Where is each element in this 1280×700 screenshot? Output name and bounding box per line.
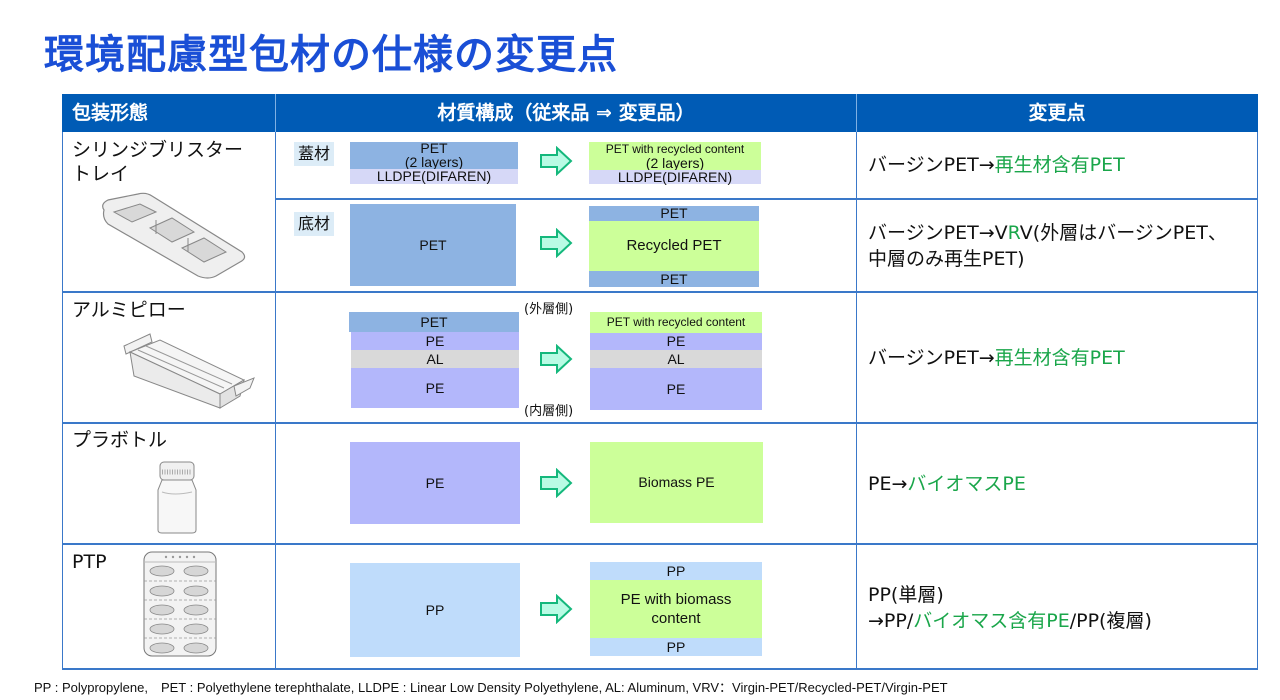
package-name: アルミピロー	[72, 299, 186, 321]
blister-tray-icon	[102, 192, 246, 279]
package-name: PTP	[72, 551, 107, 573]
layer-biomass-pe: PE with biomass content	[590, 580, 762, 638]
layer-al: AL	[590, 350, 762, 368]
layer-recycled-pet: Recycled PET	[589, 221, 759, 271]
header-divider	[856, 94, 857, 132]
package-name-line1: シリンジブリスター	[72, 139, 244, 161]
layer-biomass-pe: Biomass PE	[590, 442, 763, 523]
row-divider	[62, 291, 1258, 293]
layer-pp: PP	[350, 563, 520, 657]
header-material-composition: 材質構成（従来品 ⇒ 変更品）	[437, 102, 695, 124]
row-divider	[62, 543, 1258, 545]
layer-label: (2 layers)	[645, 154, 705, 171]
sub-row-divider	[275, 198, 1258, 200]
change-description-aluminum-pillow: バージンPET→再生材含有PET	[868, 347, 1125, 369]
base-material-tag: 底材	[294, 212, 335, 236]
layer-pet: (2 layers)	[350, 154, 518, 169]
inner-layer-label: (内層側)	[524, 404, 574, 419]
change-description-plastic-bottle: PE→バイオマスPE	[868, 473, 1026, 495]
spec-change-table: 包装形態 材質構成（従来品 ⇒ 変更品） 変更点 シリンジブリスター トレイ 蓋…	[62, 94, 1258, 670]
ptp-blister-pack-icon	[143, 551, 217, 657]
lid-material-tag: 蓋材	[294, 142, 335, 166]
layer-pet: PET	[589, 206, 759, 221]
arrow-right-icon	[540, 594, 573, 624]
package-name: シリンジブリスター トレイ	[72, 138, 243, 186]
layer-recycled-pet: PET with recycled content	[589, 142, 761, 170]
page-title: 環境配慮型包材の仕様の変更点	[44, 32, 618, 78]
table-border	[62, 132, 63, 670]
package-name-line2: トレイ	[72, 163, 130, 185]
layer-lldpe: LLDPE(DIFAREN)	[589, 169, 761, 184]
layer-lldpe: LLDPE(DIFAREN)	[350, 169, 518, 184]
arrow-right-icon	[540, 146, 573, 176]
layer-al: AL	[351, 350, 519, 368]
package-name: プラボトル	[72, 429, 168, 451]
layer-recycled-pet: PET with recycled content	[590, 312, 762, 333]
row-divider	[62, 422, 1258, 424]
header-package-type: 包装形態	[72, 102, 149, 124]
layer-pe: PE	[350, 442, 520, 524]
column-divider	[275, 132, 276, 670]
outer-layer-label: (外層側)	[524, 302, 574, 317]
layer-pe: PE	[590, 368, 762, 410]
table-border	[62, 668, 1258, 670]
aluminum-pillow-icon	[123, 333, 255, 409]
layer-pe: PE	[351, 332, 519, 350]
layer-pe: PE	[590, 333, 762, 350]
plastic-bottle-icon	[157, 461, 197, 534]
abbreviations-footnote: PP : Polypropylene, PET : Polyethylene t…	[34, 680, 948, 695]
layer-pet: PET	[350, 141, 518, 155]
layer-pet: PET	[589, 271, 759, 287]
table-header: 包装形態 材質構成（従来品 ⇒ 変更品） 変更点	[62, 94, 1258, 132]
table-border	[1257, 132, 1258, 670]
layer-pp: PP	[590, 562, 762, 580]
change-description-base: バージンPET→VRV(外層はバージンPET、 中層のみ再生PET)	[868, 222, 1227, 270]
header-divider	[275, 94, 276, 132]
layer-pet: PET	[350, 204, 516, 286]
column-divider	[856, 132, 857, 670]
arrow-right-icon	[540, 344, 573, 374]
change-description-ptp: PP(単層) →PP/バイオマス含有PE/PP(複層)	[868, 584, 1152, 632]
layer-pp: PP	[590, 638, 762, 656]
layer-pe: PE	[351, 368, 519, 408]
layer-pet: PET	[349, 312, 519, 332]
change-description-lid: バージンPET→再生材含有PET	[868, 154, 1125, 176]
arrow-right-icon	[540, 228, 573, 258]
arrow-right-icon	[540, 468, 573, 498]
header-changes: 変更点	[1028, 102, 1086, 124]
